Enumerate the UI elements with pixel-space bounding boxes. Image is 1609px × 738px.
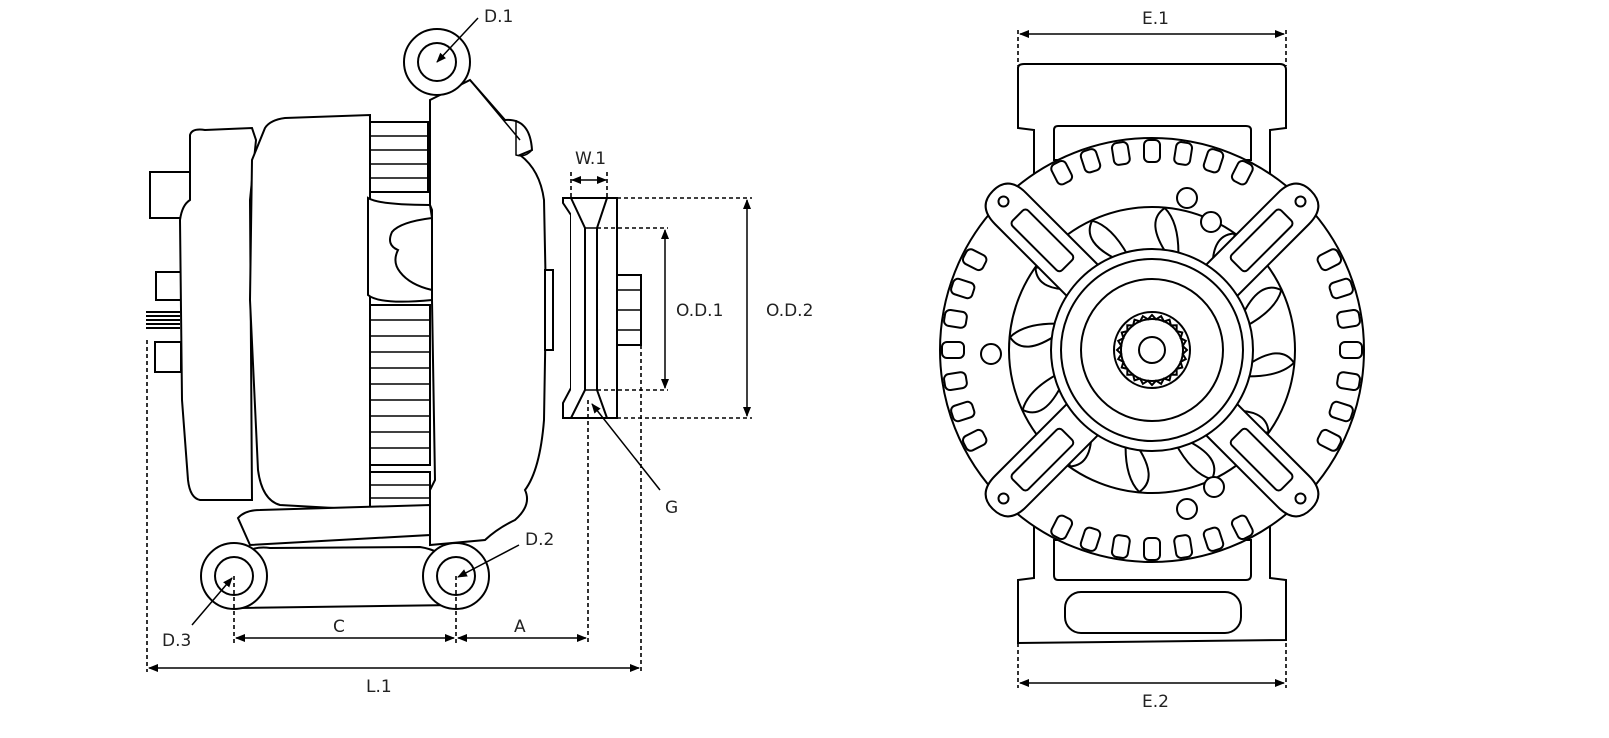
vent-slot xyxy=(1202,148,1225,174)
fan-blade xyxy=(1242,352,1296,378)
leader-d3 xyxy=(191,577,233,626)
side-view xyxy=(146,28,642,610)
vent-slot xyxy=(1050,159,1074,186)
pulley xyxy=(562,197,642,419)
arm-bolt-hole xyxy=(997,195,1010,208)
vent-slot xyxy=(1316,428,1343,452)
spline-gear xyxy=(1120,318,1184,382)
fan-blade xyxy=(1154,206,1180,260)
ventilation-slots xyxy=(941,139,1363,561)
label-g: G xyxy=(665,498,678,518)
vent-slot xyxy=(950,277,976,300)
vent-slot xyxy=(1079,526,1102,552)
spline-teeth xyxy=(1115,313,1189,387)
rear-cover xyxy=(178,126,258,501)
bottom-slot xyxy=(1064,591,1242,634)
bolt-hole xyxy=(1176,187,1198,209)
rear-terminal xyxy=(154,341,182,373)
vent-slot xyxy=(950,400,976,423)
shaft xyxy=(544,269,554,351)
arm-bolt-hole xyxy=(997,492,1010,505)
mounting-arms xyxy=(984,182,1320,518)
arm-bolt-hole xyxy=(1294,195,1307,208)
shaft-center xyxy=(1138,336,1166,364)
mount-arm xyxy=(236,503,431,547)
bolt-hole xyxy=(980,343,1002,365)
label-d3: D.3 xyxy=(162,631,191,651)
vent-slot xyxy=(1339,341,1363,359)
vent-slot xyxy=(1328,277,1354,300)
label-l1: L.1 xyxy=(366,677,392,697)
vent-slot xyxy=(961,428,988,452)
vent-slot xyxy=(1336,371,1361,392)
fan-blade xyxy=(1008,322,1062,348)
vent-slot xyxy=(943,308,968,329)
fan-blade xyxy=(1021,371,1064,414)
mounting-arm xyxy=(1198,182,1320,304)
bolt-hole xyxy=(1176,498,1198,520)
fan-blade xyxy=(1124,440,1150,494)
cooling-fins xyxy=(367,121,434,513)
leader-d2 xyxy=(457,544,520,578)
label-od1: O.D.1 xyxy=(676,301,723,321)
front-view xyxy=(939,63,1365,645)
vent-slot xyxy=(1050,514,1074,541)
label-d1: D.1 xyxy=(484,7,513,27)
label-d2: D.2 xyxy=(525,530,554,550)
vent-slot xyxy=(1079,148,1102,174)
label-e1: E.1 xyxy=(1142,9,1169,29)
vent-slot xyxy=(1173,534,1194,559)
threaded-stud xyxy=(146,311,180,329)
vent-slot xyxy=(1173,141,1194,166)
rear-terminal xyxy=(149,171,191,219)
vent-slot xyxy=(1143,537,1161,561)
mounting-arm xyxy=(984,396,1106,518)
vent-slot xyxy=(1230,514,1254,541)
vent-slot xyxy=(1336,308,1361,329)
fan-outline xyxy=(1008,206,1296,494)
label-a: A xyxy=(514,617,526,637)
mounting-arm xyxy=(984,182,1106,304)
front-housing xyxy=(429,78,548,547)
label-od2: O.D.2 xyxy=(766,301,813,321)
vent-slot xyxy=(941,341,965,359)
bolt-hole xyxy=(1203,476,1225,498)
rear-terminal xyxy=(155,271,183,301)
vent-slot xyxy=(1202,526,1225,552)
arm-bolt-hole xyxy=(1294,492,1307,505)
vent-slot xyxy=(961,248,988,272)
front-dimensions: E.1 E.2 xyxy=(1017,9,1287,712)
housing-edge xyxy=(469,79,533,157)
vent-slot xyxy=(1110,141,1131,166)
vent-slot xyxy=(1110,534,1131,559)
bolt-hole xyxy=(1200,211,1222,233)
vent-slot xyxy=(1328,400,1354,423)
leader-g xyxy=(591,403,661,491)
vent-slot xyxy=(1230,159,1254,186)
mounting-arm xyxy=(1198,396,1320,518)
vent-slot xyxy=(943,371,968,392)
fan-blade xyxy=(1240,286,1283,329)
label-e2: E.2 xyxy=(1142,692,1169,712)
leader-d1 xyxy=(436,17,479,63)
label-w1: W.1 xyxy=(575,149,606,169)
vent-slot xyxy=(1143,139,1161,163)
side-dimensions: D.1 D.2 D.3 W.1 O.D.1 O.D.2 G C A L.1 xyxy=(146,7,813,697)
fan-blade xyxy=(1088,219,1131,262)
label-c: C xyxy=(333,617,345,637)
vent-slot xyxy=(1316,248,1343,272)
stator-housing xyxy=(248,113,371,512)
